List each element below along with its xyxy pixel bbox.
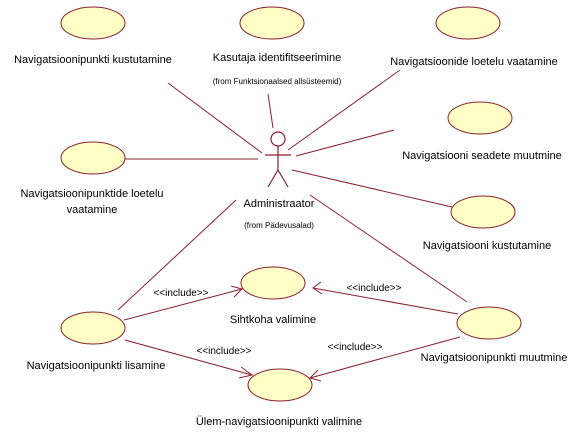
labels: Navigatsioonipunkti kustutamine Kasutaja… <box>14 52 567 428</box>
actor-name: Administraator <box>244 198 315 210</box>
actor-left-leg <box>267 169 279 188</box>
uc10-label: Ülem-navigatsioonipunkti valimine <box>196 416 362 428</box>
assoc-uc9-line <box>309 194 468 303</box>
uc3-label: Navigatsioonide loetelu vaatamine <box>390 56 558 68</box>
use-case-ellipses <box>60 6 522 402</box>
assoc-uc6-line <box>291 169 453 208</box>
uc5-label-line2: vaatamine <box>67 204 118 216</box>
actor-from-label: (from Pädevusalad) <box>244 221 314 230</box>
uc9-label: Navigatsioonipunkti muutmine <box>421 352 568 364</box>
uc10-ellipse[interactable] <box>247 368 313 402</box>
uc6-ellipse[interactable] <box>450 195 516 229</box>
uc2-label: Kasutaja identifitseerimine <box>213 52 341 64</box>
uc6-label: Navigatsiooni kustutamine <box>423 240 551 252</box>
uc1-ellipse[interactable] <box>60 6 126 40</box>
include-uc9-uc7-line <box>312 287 459 315</box>
associations <box>117 69 468 311</box>
uc5-label-line1: Navigatsioonipunktide loetelu <box>20 188 163 200</box>
include-dependencies <box>123 281 461 382</box>
uc8-label: Navigatsioonipunkti lisamine <box>27 360 166 372</box>
uc1-label: Navigatsioonipunkti kustutamine <box>14 54 172 66</box>
uc8-ellipse[interactable] <box>60 311 126 345</box>
include-uc8-uc7-arrow <box>230 285 243 298</box>
uc9-ellipse[interactable] <box>456 306 522 340</box>
actor-right-leg <box>277 169 289 188</box>
include-uc9-uc7-arrow <box>312 281 323 295</box>
include-uc9-uc7-label: <<include>> <box>346 283 401 294</box>
include-uc8-uc10-label: <<include>> <box>196 346 251 357</box>
uc2-ellipse[interactable] <box>239 6 305 40</box>
actor-figure <box>265 131 291 188</box>
actor-head <box>270 131 286 147</box>
uc5-ellipse[interactable] <box>60 141 126 175</box>
uc7-ellipse[interactable] <box>240 266 306 300</box>
uc2-from-label: (from Funktsionaalsed allsüsteemid) <box>213 77 342 86</box>
assoc-uc4-line <box>295 129 395 157</box>
uc3-ellipse[interactable] <box>435 6 501 40</box>
uc4-ellipse[interactable] <box>447 101 513 135</box>
assoc-uc2-line <box>267 93 274 129</box>
assoc-uc8-line <box>117 199 237 311</box>
include-uc8-uc10-arrow <box>238 366 254 379</box>
include-uc8-uc7-label: <<include>> <box>153 288 208 299</box>
uc4-label: Navigatsiooni seadete muutmine <box>402 150 562 162</box>
include-uc9-uc10-arrow <box>309 369 322 382</box>
assoc-uc3-line <box>287 69 401 151</box>
include-uc9-uc10-line <box>309 336 461 379</box>
include-uc8-uc7-line <box>123 288 243 321</box>
assoc-uc1-line <box>167 82 263 154</box>
uc7-label: Sihtkoha valimine <box>230 314 316 326</box>
include-uc8-uc10-line <box>124 339 253 376</box>
include-uc9-uc10-label: <<include>> <box>327 342 382 353</box>
